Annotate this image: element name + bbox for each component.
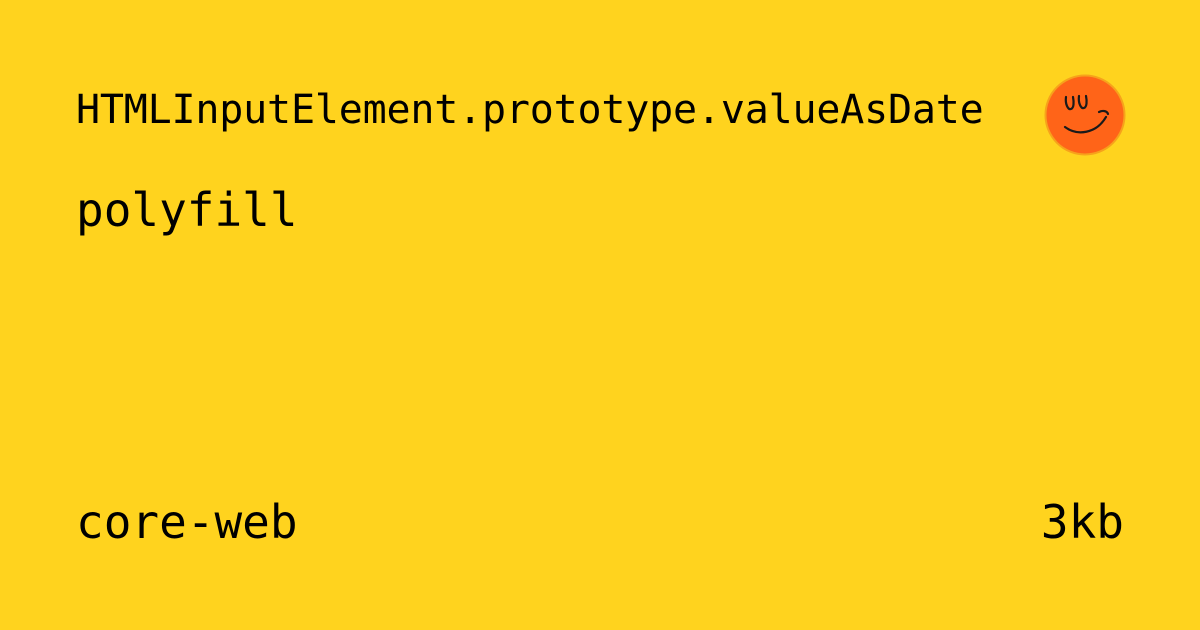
smiley-face-icon	[1044, 74, 1126, 156]
logo-face	[1044, 74, 1126, 156]
logo-smile	[1063, 115, 1108, 134]
package-name: core-web	[76, 495, 298, 549]
logo-cheek	[1097, 109, 1110, 116]
feature-title: HTMLInputElement.prototype.valueAsDate	[76, 87, 984, 133]
feature-subtitle: polyfill	[76, 183, 298, 237]
bundle-size: 3kb	[1040, 495, 1124, 549]
logo-right-eye	[1077, 94, 1088, 110]
logo-left-eye	[1064, 95, 1075, 111]
